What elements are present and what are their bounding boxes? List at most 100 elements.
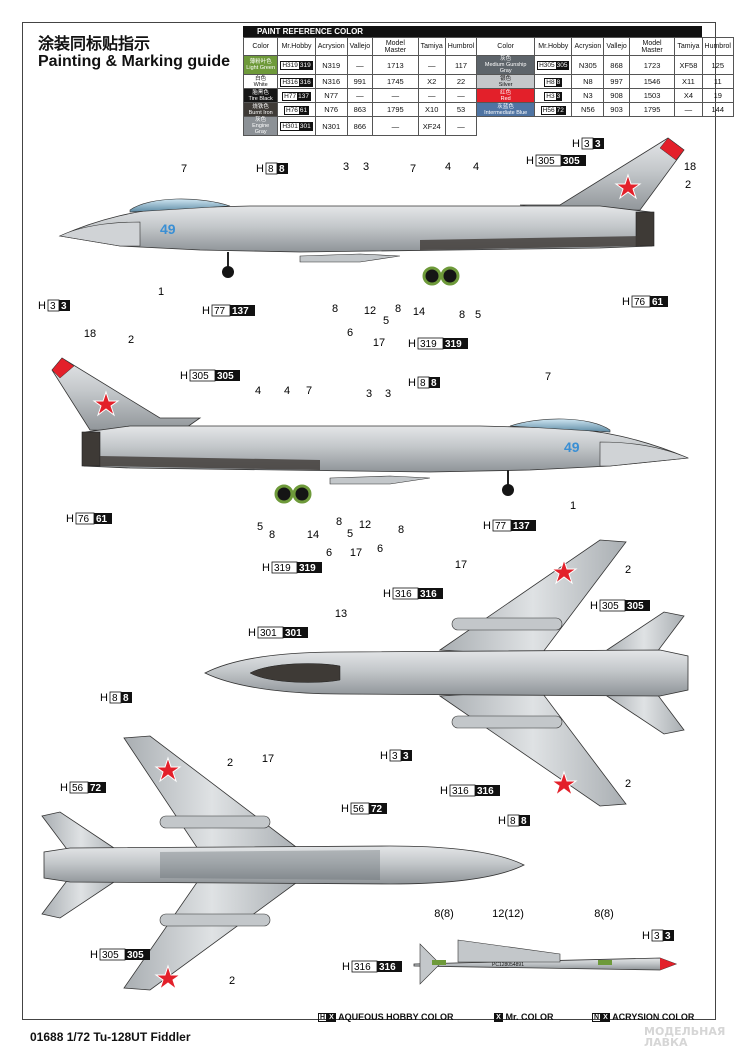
legend-mr: X Mr. COLOR bbox=[494, 1012, 554, 1023]
callout-h-label: H bbox=[66, 513, 74, 525]
callout-box-mr bbox=[230, 305, 255, 316]
part-number-callout: 7 bbox=[181, 163, 187, 175]
callout-h-label: H bbox=[498, 815, 506, 827]
part-number-callout: 12 bbox=[359, 519, 371, 531]
callout-mr-code: 305 bbox=[563, 156, 580, 167]
callout-h-label: H bbox=[440, 785, 448, 797]
color-name-cn: 白色 bbox=[255, 75, 267, 82]
callout-box-mr bbox=[401, 750, 412, 761]
hobby-code: H305 bbox=[539, 62, 555, 69]
part-number-callout: 6 bbox=[377, 543, 383, 555]
callout-box-mr bbox=[94, 513, 112, 524]
part-number-callout: 17 bbox=[455, 559, 467, 571]
hobby-code: H77 bbox=[284, 92, 297, 100]
humbrol-cell: 117 bbox=[444, 55, 478, 75]
part-number-callout: 2 bbox=[128, 334, 134, 346]
callout-mr-code: 3 bbox=[61, 301, 67, 312]
callout-h-label: H bbox=[248, 627, 256, 639]
watermark-line-1: МОДЕЛЬНАЯ bbox=[644, 1025, 726, 1038]
red-star-insignia bbox=[550, 558, 578, 585]
color-name-cn: 胎黑色 bbox=[252, 89, 269, 96]
callout-h-label: H bbox=[622, 296, 630, 308]
callout-mr-code: 319 bbox=[299, 563, 316, 574]
part-number-callout: 5 bbox=[383, 315, 389, 327]
fuselage bbox=[204, 649, 689, 697]
callout-h-label: H bbox=[408, 338, 416, 350]
acrysion-cell: N8 bbox=[571, 74, 605, 89]
part-number-callout: 17 bbox=[262, 753, 274, 765]
callout-h-label: H bbox=[38, 300, 46, 312]
callout-box-mr bbox=[215, 370, 240, 381]
callout-aqueous-code: 305 bbox=[602, 601, 619, 612]
watermark-line-2: ЛАВКА bbox=[644, 1036, 688, 1049]
callout-mr-code: 8 bbox=[431, 378, 437, 389]
belly-panel bbox=[160, 850, 380, 880]
callout-box-mr bbox=[443, 338, 468, 349]
title-english: Painting & Marking guide bbox=[38, 53, 231, 70]
mr-color-code: 61 bbox=[298, 105, 309, 115]
hobby-code: H8 bbox=[546, 78, 555, 86]
pylon-missile-2 bbox=[451, 715, 563, 729]
green-band bbox=[598, 960, 612, 965]
green-band bbox=[432, 960, 446, 965]
callout-box-mr bbox=[88, 782, 106, 793]
fuselage bbox=[43, 845, 525, 885]
callout-box-mr bbox=[650, 296, 668, 307]
nose-wheel bbox=[502, 484, 514, 496]
mr-color-code: 319 bbox=[298, 61, 312, 70]
callout-h-label: H bbox=[60, 782, 68, 794]
side-number: 49 bbox=[160, 221, 176, 237]
part-number-callout: 8(8) bbox=[434, 908, 454, 920]
callout-box-mr bbox=[429, 377, 440, 388]
top-view bbox=[204, 539, 689, 807]
legend-box-acrysion-inner: X bbox=[601, 1013, 610, 1023]
callout-box-mr bbox=[593, 138, 604, 149]
side-number: 49 bbox=[564, 439, 580, 455]
callout-aqueous-code: 3 bbox=[392, 751, 398, 762]
callout-aqueous-code: 319 bbox=[274, 563, 291, 574]
color-name-en: White bbox=[253, 81, 268, 88]
part-number-callout: 3 bbox=[363, 161, 369, 173]
part-number-callout: 6 bbox=[347, 327, 353, 339]
missile-serial: PC128054891 bbox=[492, 962, 524, 968]
part-number-callout: 5 bbox=[475, 309, 481, 321]
acrysion-cell: N56 bbox=[571, 102, 605, 117]
part-number-callout: 8 bbox=[332, 303, 338, 315]
nose-cone bbox=[599, 441, 690, 467]
legend-box-aqueous-inner: X bbox=[327, 1013, 336, 1023]
part-number-callout: 1 bbox=[570, 500, 576, 512]
pylon-missile-1 bbox=[451, 617, 563, 631]
belly-stripe bbox=[420, 236, 640, 250]
callout-box-mr bbox=[475, 785, 500, 796]
callout-mr-code: 316 bbox=[379, 962, 396, 973]
callout-aqueous-code: 305 bbox=[192, 371, 209, 382]
callout-aqueous-code: 316 bbox=[354, 962, 371, 973]
belly-stripe bbox=[100, 456, 320, 470]
callout-aqueous-code: 77 bbox=[495, 521, 507, 532]
callout-box-mr bbox=[418, 588, 443, 599]
mr-color-code: 301 bbox=[298, 122, 312, 131]
missile-detail: PC128054891 bbox=[413, 939, 678, 985]
part-number-callout: 8 bbox=[459, 309, 465, 321]
hobby-code: H316 bbox=[282, 78, 298, 86]
callout-h-label: H bbox=[100, 692, 108, 704]
